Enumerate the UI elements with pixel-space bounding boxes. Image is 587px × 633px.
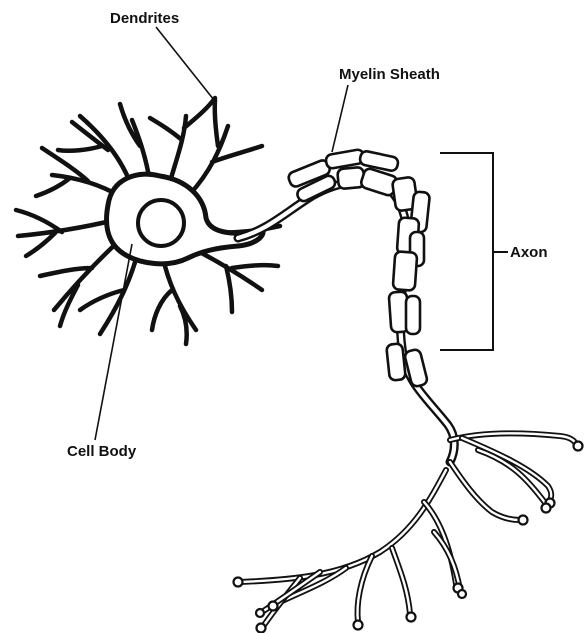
axon-terminals (234, 433, 583, 632)
cell-body-leader (95, 244, 132, 440)
myelin-sheath (287, 149, 430, 388)
dendrites-leader (156, 27, 214, 100)
myelin-segment (359, 150, 399, 172)
terminal-bouton (574, 442, 583, 451)
terminal-bouton (234, 578, 243, 587)
terminal-bouton (542, 504, 551, 513)
dendrite (36, 148, 120, 196)
myelin-sheath-leader (332, 85, 348, 152)
terminal-bouton (257, 624, 266, 633)
myelin-segment (393, 251, 418, 290)
terminal-bouton (269, 602, 278, 611)
terminal-bouton (458, 590, 466, 598)
terminal-bouton (407, 613, 416, 622)
myelin-segment (404, 349, 428, 388)
myelin-sheath-label: Myelin Sheath (339, 66, 440, 83)
dendrites-label: Dendrites (110, 10, 179, 27)
myelin-segment (337, 167, 365, 189)
myelin-segment (386, 343, 406, 380)
nucleus (138, 200, 184, 246)
dendrite (16, 210, 115, 256)
terminal-bouton (354, 621, 363, 630)
dendrite (80, 252, 138, 334)
myelin-segment (406, 296, 420, 334)
axon-bracket (440, 153, 508, 350)
dendrite (150, 98, 215, 182)
dendrite (152, 254, 196, 344)
terminal-bouton (519, 516, 528, 525)
dendrite (188, 246, 278, 312)
cell-body-label: Cell Body (67, 443, 137, 460)
axon-label: Axon (510, 244, 548, 261)
dendrite (40, 240, 120, 326)
terminal-bouton (256, 609, 264, 617)
